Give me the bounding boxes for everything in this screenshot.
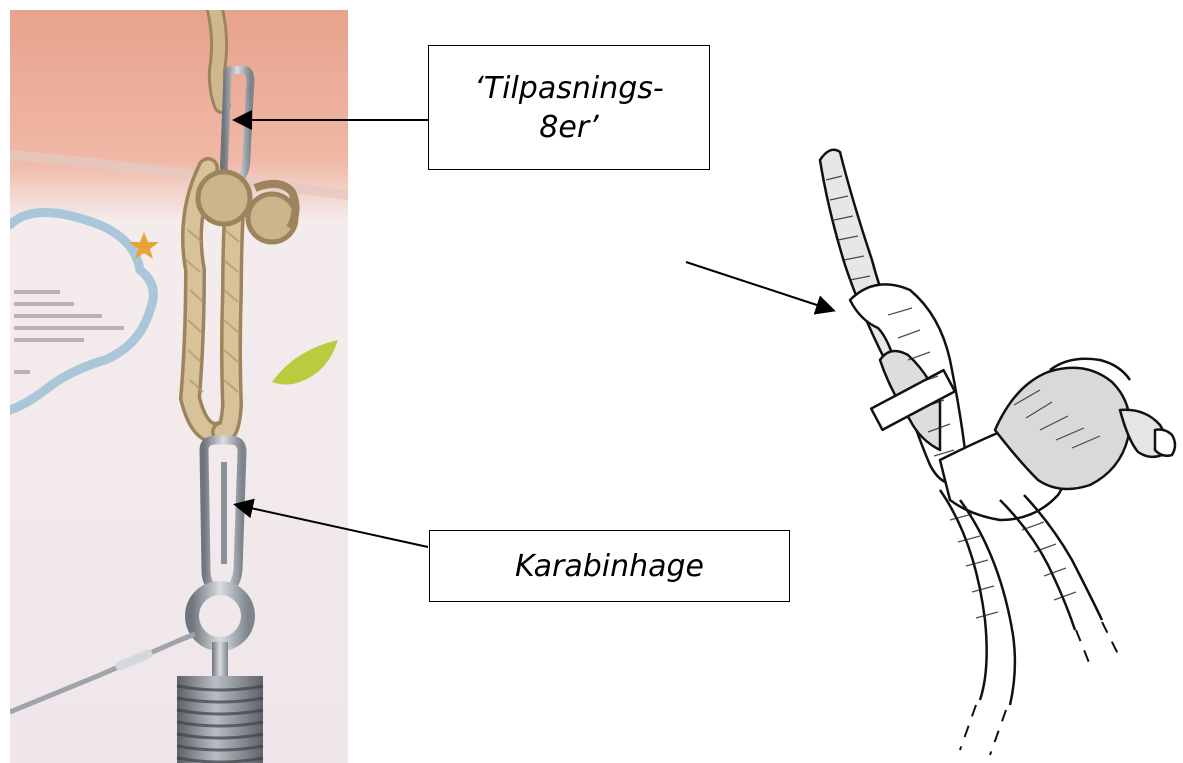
rope-carabiner-photo xyxy=(10,10,348,763)
knot-label-box: ‘Tilpasnings-8er’ xyxy=(428,45,710,170)
knot-label-text: ‘Tilpasnings-8er’ xyxy=(449,69,689,147)
carabiner-label-text: Karabinhage xyxy=(515,547,704,586)
rope-knot-illustration xyxy=(790,110,1183,763)
carabiner-label-box: Karabinhage xyxy=(429,530,790,602)
